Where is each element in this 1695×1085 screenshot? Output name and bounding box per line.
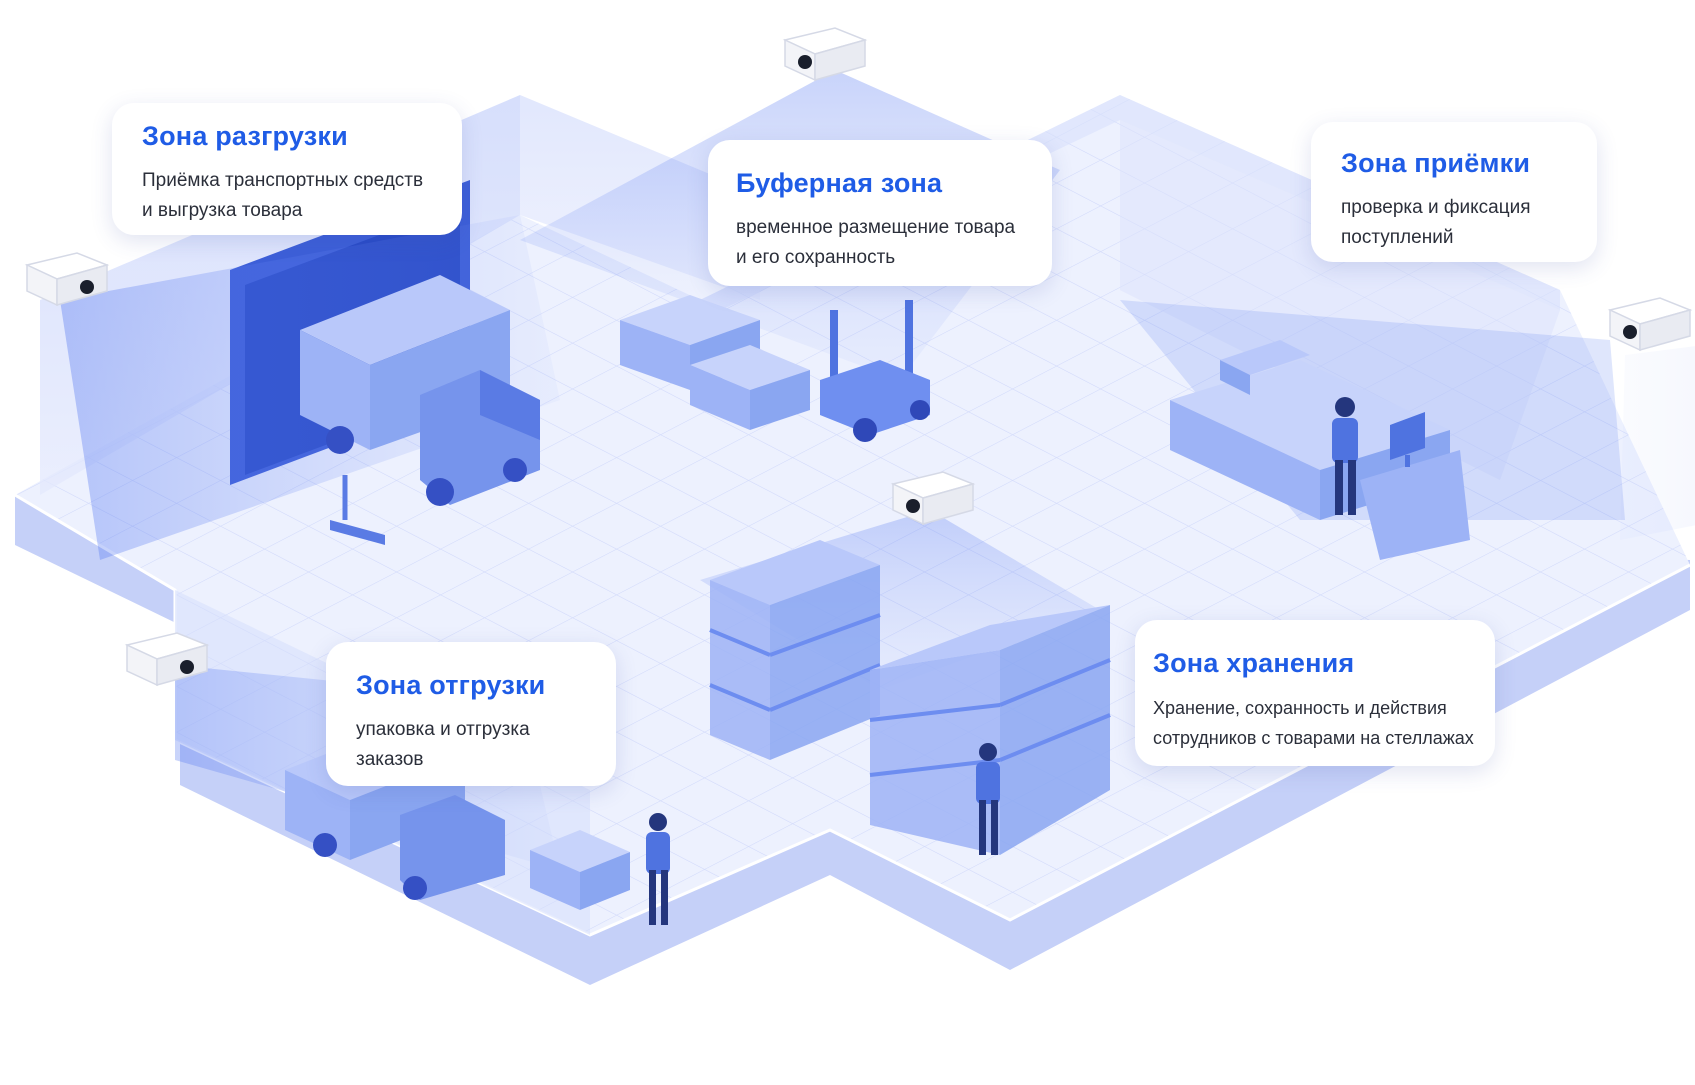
zone-title: Зона приёмки (1341, 148, 1531, 178)
zone-card-shipping: Зона отгрузки упаковка и отгрузка заказо… (326, 642, 616, 786)
zone-description: Приёмка транспортных средств и выгрузка … (142, 170, 424, 221)
pallet-boxes-icon (620, 295, 810, 430)
shelf-rack-icon (709, 540, 881, 760)
zone-description: упаковка и отгрузка заказов (356, 719, 530, 770)
security-camera-icon (1607, 297, 1693, 352)
security-camera-icon (24, 252, 110, 307)
zone-card-unloading: Зона разгрузки Приёмка транспортных сред… (112, 103, 462, 235)
zone-card-receiving: Зона приёмки проверка и фиксация поступл… (1311, 122, 1597, 262)
receiving-desk (1170, 340, 1470, 560)
zone-title: Зона отгрузки (356, 670, 546, 700)
zone-description: Хранение, сохранность и действия сотрудн… (1153, 698, 1474, 748)
security-camera-icon (890, 471, 976, 526)
zone-title: Зона разгрузки (142, 121, 348, 151)
pallet-jack-icon (330, 475, 385, 545)
worker-icon (1332, 397, 1358, 515)
zone-card-storage: Зона хранения Хранение, сохранность и де… (1135, 620, 1495, 766)
security-camera-icon (782, 27, 868, 82)
truck-icon (300, 275, 540, 506)
shelf-rack-icon (869, 605, 1111, 855)
security-camera-icon (124, 632, 210, 687)
worker-icon (976, 743, 1000, 855)
worker-icon (646, 813, 670, 925)
forklift-icon (820, 300, 930, 442)
zone-title: Зона хранения (1153, 648, 1355, 678)
pallet-boxes-icon (530, 830, 630, 910)
zone-card-buffer: Буферная зона временное размещение товар… (708, 140, 1052, 286)
monitor-icon (1390, 412, 1425, 467)
zone-description: проверка и фиксация поступлений (1341, 197, 1531, 248)
zone-description: временное размещение товара и его сохран… (736, 217, 1016, 268)
zone-title: Буферная зона (736, 168, 943, 198)
